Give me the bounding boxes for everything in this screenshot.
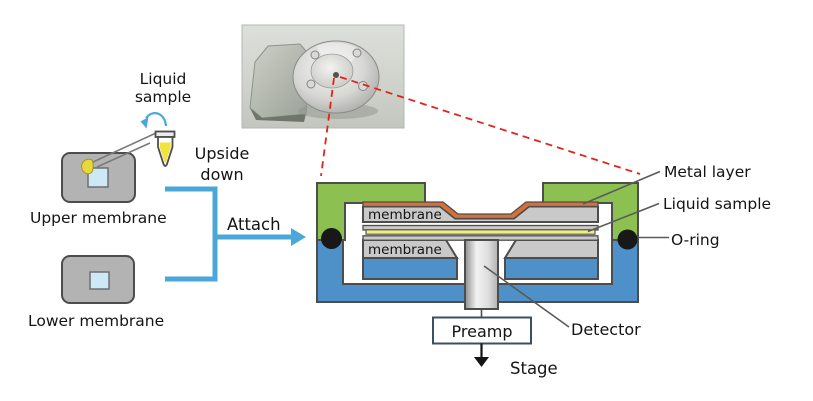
photo-screw — [310, 50, 320, 60]
flip-arrow-arc — [145, 112, 168, 127]
membrane-text-upper: membrane — [368, 207, 442, 223]
stage-label: Stage — [510, 358, 558, 378]
liquid-sample-line1: Liquid — [139, 70, 187, 88]
sample-tube-liquid — [159, 142, 171, 163]
pipette-line-upper — [92, 132, 157, 163]
liquid-sample-label: Liquid sample — [663, 194, 772, 213]
device-photo — [241, 24, 405, 129]
o-ring-label: O-ring — [671, 230, 720, 249]
photo-center-hole — [333, 72, 339, 78]
top-clamp-left-green — [316, 182, 426, 241]
lower-membrane-label: Lower membrane — [28, 311, 165, 330]
preamp-label: Preamp — [451, 322, 513, 341]
metal-layer — [362, 201, 599, 220]
upside-down-label: Upside down — [182, 143, 262, 185]
sample-droplet — [81, 158, 94, 175]
upper-membrane-window — [87, 167, 109, 188]
flip-arrow-head — [140, 117, 149, 129]
photo-clamp-arm-shadow — [250, 108, 306, 122]
upper-membrane-label: Upper membrane — [30, 208, 167, 227]
combine-bracket — [165, 186, 218, 282]
liquid-sample-layer — [365, 229, 596, 235]
photo-screw — [352, 48, 362, 58]
membrane-text-lower: membrane — [368, 241, 442, 258]
o-ring-left — [321, 228, 342, 249]
attach-label: Attach — [227, 215, 281, 234]
upside-down-line1: Upside — [194, 144, 250, 163]
pipette-line-lower — [96, 142, 151, 168]
lower-membrane-slab-right — [503, 239, 599, 259]
liquid-sample-pointer — [587, 202, 660, 233]
metal-layer-pointer — [582, 170, 661, 205]
photo-screw — [306, 79, 316, 89]
metal-layer-label: Metal layer — [664, 162, 751, 181]
upside-down-line2: down — [200, 165, 244, 184]
stage-arrow-head — [474, 357, 489, 367]
lower-membrane-window — [89, 271, 110, 290]
attach-arrow-head — [291, 228, 306, 246]
detector-cylinder — [464, 239, 499, 310]
dashed-line-to-left-corner — [320, 77, 335, 177]
o-ring-right — [617, 229, 638, 250]
inner-shelf-left — [362, 257, 458, 280]
liquid-sample-callout: Liquid sample — [116, 70, 210, 106]
inner-shelf-right — [504, 257, 599, 280]
dashed-line-to-right-corner — [339, 76, 641, 175]
detector-pointer — [483, 265, 570, 328]
liquid-sample-line2: sample — [134, 88, 192, 106]
detector-label: Detector — [571, 319, 641, 339]
photo-disc-hub — [310, 53, 354, 89]
